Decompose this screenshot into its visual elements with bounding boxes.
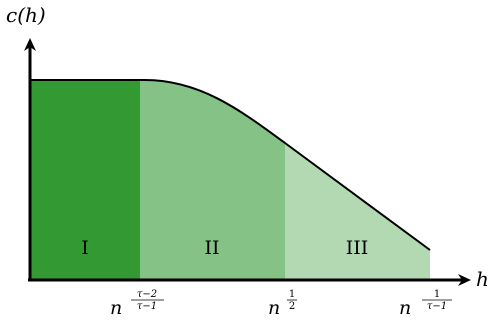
tick-3-numerator: 1 [434,289,440,300]
region-ii-label: II [204,237,219,259]
region-i-fill [30,80,140,280]
tick-2-denominator: 2 [289,301,295,312]
y-axis-label: c(h) [6,3,46,27]
tick-1-numerator: τ−2 [137,289,157,300]
tick-label-1: n τ−2 τ−1 [110,289,164,319]
region-ii-fill [140,80,285,280]
tick-2-base: n [268,297,280,319]
x-axis-label: h [476,267,489,291]
x-axis-arrow [458,274,471,286]
tick-1-base: n [110,297,122,319]
y-axis-arrow [24,38,36,51]
region-iii-fill [285,143,430,280]
tick-3-base: n [399,297,411,319]
tick-1-denominator: τ−1 [137,301,157,312]
tick-label-2: n 1 2 [268,289,297,319]
region-iii-label: III [346,237,369,259]
region-i-label: I [81,237,89,259]
tick-label-3: n 1 τ−1 [399,289,452,319]
c-h-curve [30,79,431,251]
tick-3-denominator: τ−1 [427,301,447,312]
tick-2-numerator: 1 [289,289,295,300]
